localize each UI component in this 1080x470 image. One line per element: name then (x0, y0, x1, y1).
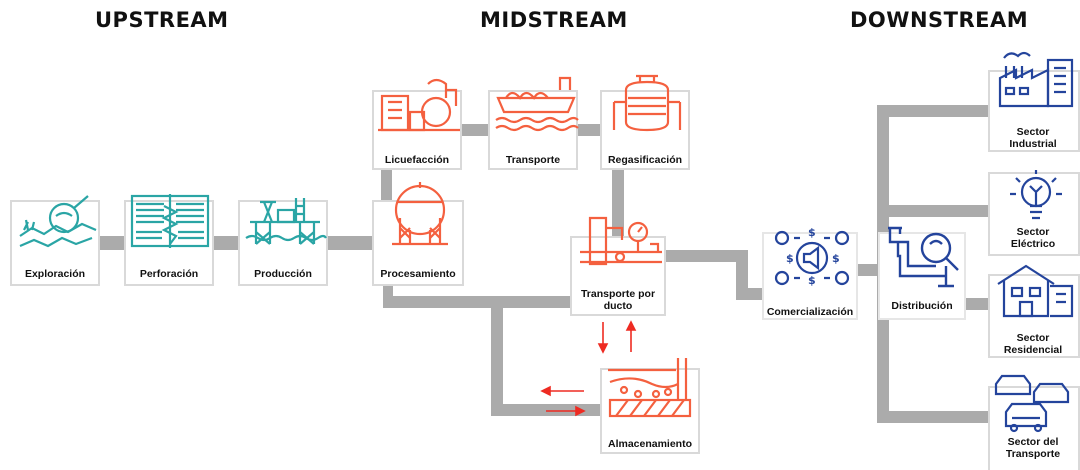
node-almacenamiento: Almacenamiento (600, 358, 700, 454)
node-label: Distribución (891, 300, 953, 312)
node-label: Licuefacción (384, 154, 450, 166)
node-transporte: Transporte (488, 76, 579, 170)
node-licuefaccion: Licuefacción (372, 78, 462, 170)
header-upstream: UPSTREAM (95, 8, 229, 32)
header-midstream: MIDSTREAM (480, 8, 628, 32)
node-comercializacion: $ $ $ $ Comercialización (762, 226, 858, 320)
svg-text:$: $ (786, 252, 794, 265)
cars-icon (994, 374, 1070, 433)
node-label: Exploración (24, 268, 86, 280)
factory-icon (998, 51, 1074, 108)
node-transporte-ducto: Transporte por ducto (570, 216, 666, 316)
svg-text:$: $ (808, 274, 816, 287)
node-label: Transporte por ducto (580, 288, 656, 312)
house-icon (997, 264, 1074, 318)
pipe-inspection-icon (888, 226, 959, 288)
node-sector-industrial: Sector Industrial (988, 51, 1080, 152)
node-label: Producción (254, 268, 312, 280)
lng-plant-icon (378, 78, 460, 132)
node-sector-residencial: Sector Residencial (988, 264, 1080, 358)
lng-ship-icon (495, 76, 579, 132)
node-label: Sector del Transporte (1005, 436, 1061, 460)
header-downstream: DOWNSTREAM (850, 8, 1029, 32)
magnifier-terrain-icon (19, 195, 97, 248)
svg-text:$: $ (808, 226, 816, 239)
node-procesamiento: Procesamiento (372, 182, 464, 286)
spherical-tank-icon (392, 182, 448, 246)
node-regasificacion: Regasificación (600, 74, 690, 170)
node-sector-electrico: Sector Eléctrico (988, 170, 1080, 256)
node-label: Comercialización (766, 306, 854, 318)
drill-icon (130, 194, 210, 248)
marketing-megaphone-icon: $ $ $ $ (774, 226, 850, 287)
node-distribucion: Distribución (878, 226, 966, 320)
lightbulb-icon (1010, 170, 1062, 220)
node-produccion: Producción (238, 198, 328, 286)
node-label: Almacenamiento (607, 438, 693, 450)
underground-storage-icon (608, 358, 692, 418)
flow-arrows (540, 320, 637, 417)
offshore-platform-icon (245, 198, 327, 245)
svg-text:$: $ (832, 252, 840, 265)
pipeline-valve-icon (580, 216, 662, 266)
node-perforacion: Perforación (124, 194, 214, 286)
node-label: Perforación (139, 268, 199, 280)
node-sector-transporte: Sector del Transporte (988, 374, 1080, 470)
node-label: Sector Industrial (1009, 126, 1057, 150)
node-label: Sector Eléctrico (1010, 226, 1056, 250)
node-label: Procesamiento (380, 268, 456, 280)
regasification-tank-icon (612, 74, 682, 132)
node-label: Sector Residencial (1003, 332, 1063, 356)
node-label: Transporte (505, 154, 561, 166)
node-label: Regasificación (607, 154, 683, 166)
node-exploracion: Exploración (10, 195, 100, 286)
